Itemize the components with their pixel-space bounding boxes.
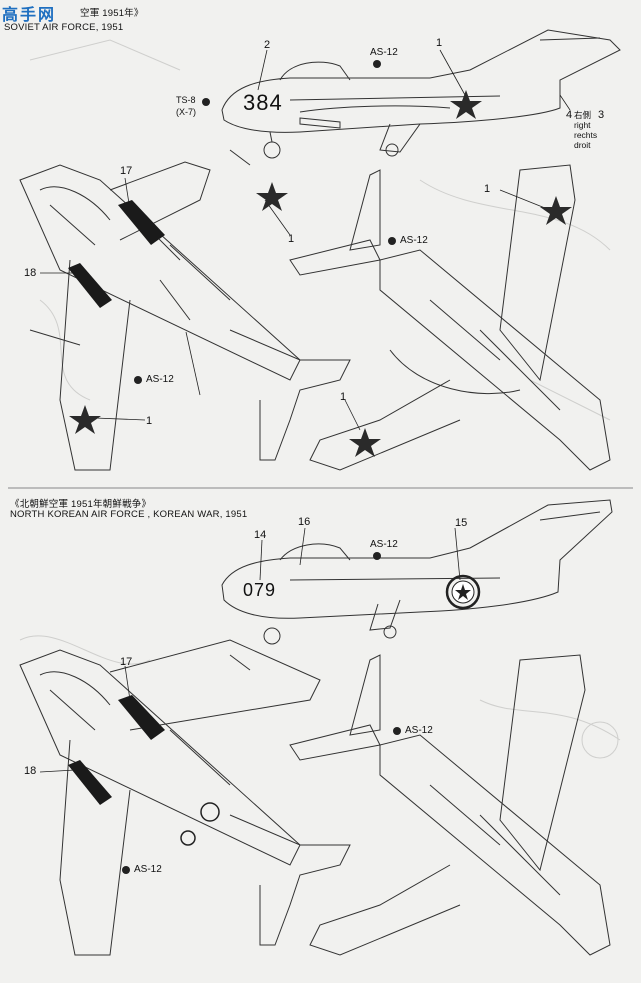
section1-title-cn: 空軍 1951年》 xyxy=(80,8,144,19)
side-view-2 xyxy=(221,499,613,645)
callout-17-b: 17 xyxy=(120,656,133,668)
as12-marker xyxy=(373,60,381,68)
callout-2: 2 xyxy=(264,39,271,51)
as12-label-left1: AS-12 xyxy=(146,374,174,385)
as12-label-left2: AS-12 xyxy=(134,864,162,875)
planform-right-2 xyxy=(289,654,611,956)
as12-marker-side2 xyxy=(373,552,381,560)
direction-cn: 右側 xyxy=(574,110,592,120)
callout-1-right-lower: 1 xyxy=(340,391,347,403)
as12-marker-left2 xyxy=(122,866,130,874)
callout-18: 18 xyxy=(24,267,37,279)
direction-de: rechts xyxy=(574,130,598,140)
nk-roundel xyxy=(445,574,481,610)
tail-number-384: 384 xyxy=(243,90,283,115)
callout-15: 15 xyxy=(455,517,468,529)
callout-4: 4 xyxy=(566,109,573,121)
section1-title-en: SOVIET AIR FORCE, 1951 xyxy=(4,22,124,33)
direction-en: right xyxy=(574,120,591,130)
callout-17: 17 xyxy=(120,165,133,177)
as12-label-right2: AS-12 xyxy=(405,725,433,736)
callout-16: 16 xyxy=(298,516,311,528)
watermark-logo: 高手网 xyxy=(0,0,96,24)
callout-14: 14 xyxy=(254,529,267,541)
callout-1: 1 xyxy=(436,37,443,49)
ts8-sub-label: (X-7) xyxy=(176,107,196,117)
side-view-1 xyxy=(221,29,621,159)
callout-3: 3 xyxy=(598,109,605,121)
planform-right-1 xyxy=(289,164,611,471)
tail-number-079: 079 xyxy=(243,580,277,600)
as12-label: AS-12 xyxy=(370,47,398,58)
as12-marker-left1 xyxy=(134,376,142,384)
as12-marker-right2 xyxy=(393,727,401,735)
callout-1-wing: 1 xyxy=(288,233,295,245)
direction-fr: droit xyxy=(574,140,591,150)
as12-label-side2: AS-12 xyxy=(370,539,398,550)
section2-title-cn: 《北朝鮮空軍 1951年朝鮮戦争》 xyxy=(10,499,152,510)
planform-left-2 xyxy=(19,639,351,956)
as12-label-right1: AS-12 xyxy=(400,235,428,246)
callout-18-b: 18 xyxy=(24,765,37,777)
planform-left-1 xyxy=(19,149,351,471)
section2-title-en: NORTH KOREAN AIR FORCE , KOREAN WAR, 195… xyxy=(10,509,248,520)
as12-marker-right1 xyxy=(388,237,396,245)
callout-1-right: 1 xyxy=(484,183,491,195)
ts8-marker xyxy=(202,98,210,106)
callout-1-lower: 1 xyxy=(146,415,153,427)
watermark-text: 高手网 xyxy=(2,7,57,24)
ts8-label: TS-8 xyxy=(176,95,196,105)
